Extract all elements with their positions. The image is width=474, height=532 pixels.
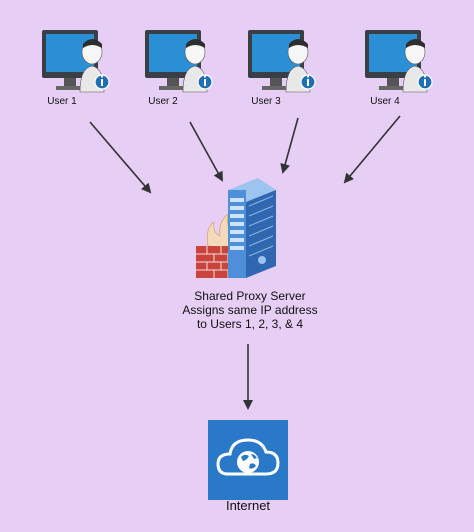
proxy-caption-line-3: to Users 1, 2, 3, & 4 (196, 317, 304, 331)
server-rack-icon (228, 178, 276, 278)
arrow-user2-to-proxy (189, 121, 223, 182)
arrow-user1-to-proxy (89, 121, 152, 194)
arrow-user4-to-proxy (343, 115, 401, 184)
proxy-server-caption: Shared Proxy Server Assigns same IP addr… (150, 289, 350, 331)
proxy-caption-line-1: Shared Proxy Server (194, 289, 306, 303)
cloud-globe-icon (208, 420, 288, 500)
user-3-label: User 3 (251, 96, 281, 107)
arrow-user3-to-proxy (280, 117, 299, 174)
user-4-label: User 4 (370, 96, 400, 107)
user-2-label: User 2 (148, 96, 178, 107)
proxy-caption-line-2: Assigns same IP address (182, 303, 318, 317)
internet-label: Internet (225, 498, 271, 513)
user-1-label: User 1 (47, 96, 77, 107)
